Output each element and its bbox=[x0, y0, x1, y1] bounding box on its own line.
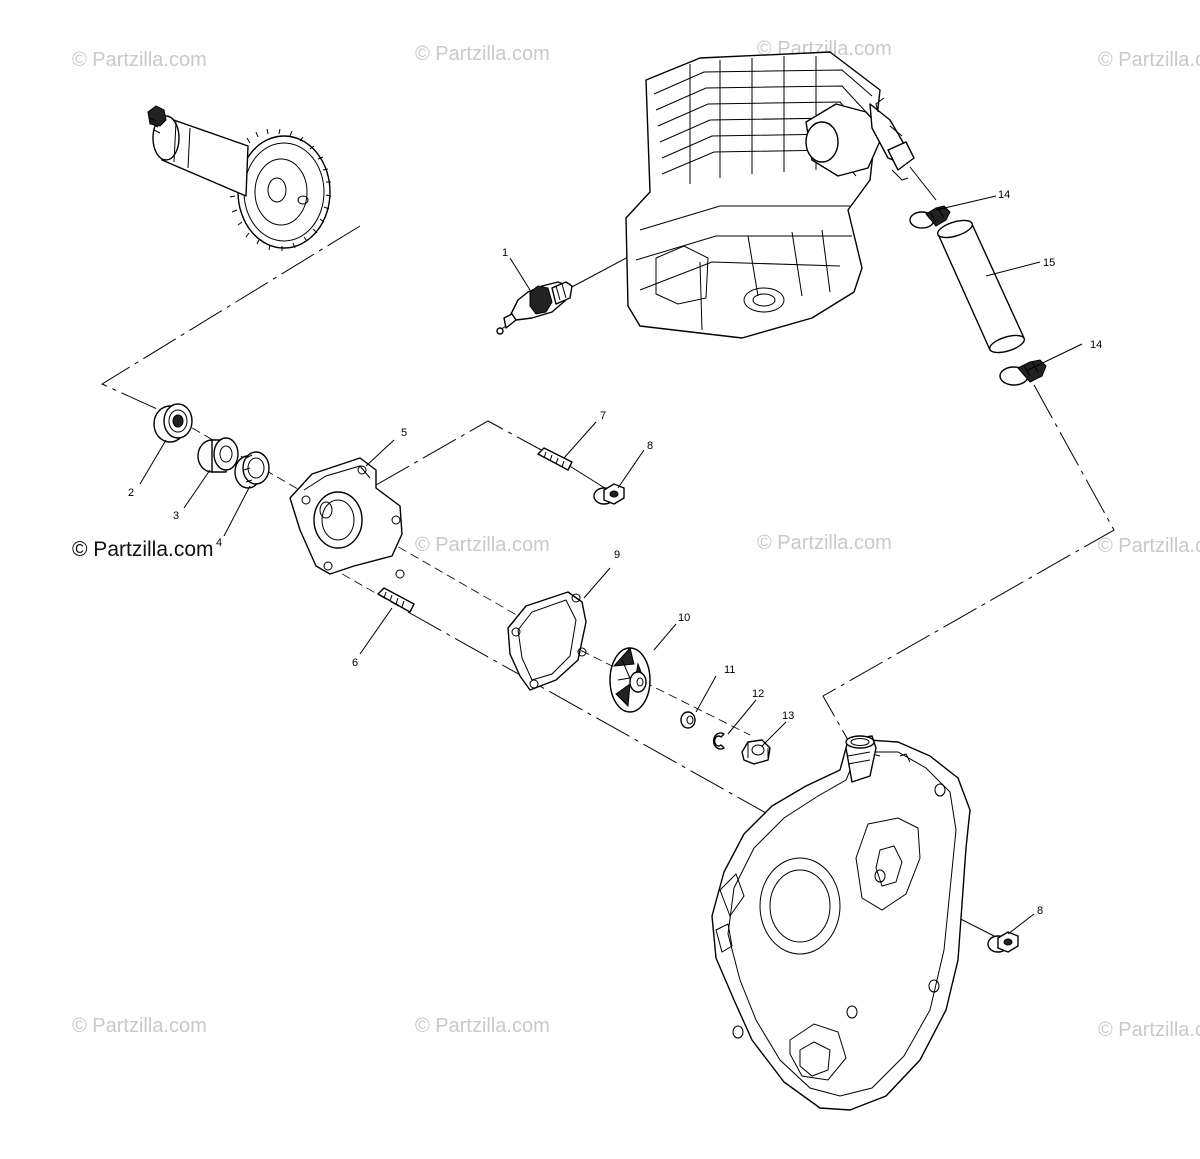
engine-cylinder bbox=[625, 51, 915, 339]
watermark-text: © Partzilla.com bbox=[1098, 1019, 1200, 1041]
callout-8: 8 bbox=[647, 440, 653, 452]
impeller bbox=[609, 646, 651, 713]
ball-bearing bbox=[153, 403, 193, 443]
temperature-sensor bbox=[496, 281, 573, 335]
callout-leaders bbox=[139, 195, 1083, 935]
callout-6: 6 bbox=[352, 657, 358, 669]
callout-8-lower: 8 bbox=[1037, 905, 1043, 917]
oil-seal bbox=[234, 451, 270, 489]
main-watermark: © Partzilla.com bbox=[72, 538, 214, 561]
washer bbox=[680, 711, 696, 729]
callout-2: 2 bbox=[128, 487, 134, 499]
watermark-text: © Partzilla.com bbox=[415, 534, 550, 556]
callout-14-upper: 14 bbox=[998, 189, 1010, 201]
callout-15: 15 bbox=[1043, 257, 1055, 269]
hose-clamp-upper bbox=[909, 205, 951, 229]
callout-9: 9 bbox=[614, 549, 620, 561]
gasket bbox=[507, 591, 587, 691]
callout-11: 11 bbox=[724, 664, 735, 676]
flange-nut-upper bbox=[593, 483, 625, 505]
callout-7: 7 bbox=[600, 410, 606, 422]
watermark-text: © Partzilla.com bbox=[72, 49, 207, 71]
callout-14-lower: 14 bbox=[1090, 339, 1102, 351]
bushing bbox=[197, 437, 239, 473]
flange-nut-lower bbox=[987, 931, 1019, 953]
coolant-hose bbox=[936, 219, 1026, 354]
watermark-text: © Partzilla.com bbox=[1098, 535, 1200, 557]
drive-gear-shaft bbox=[147, 105, 332, 251]
hose-clamp-lower bbox=[999, 359, 1047, 386]
callout-13: 13 bbox=[782, 710, 794, 722]
callout-3: 3 bbox=[173, 510, 179, 522]
pump-housing bbox=[289, 457, 405, 579]
callout-5: 5 bbox=[401, 427, 407, 439]
callout-10: 10 bbox=[678, 612, 690, 624]
crankcase-cover bbox=[711, 735, 971, 1111]
stud-lower bbox=[377, 587, 415, 613]
watermark-text: © Partzilla.com bbox=[757, 532, 892, 554]
watermark-text: © Partzilla.com bbox=[1098, 49, 1200, 71]
callout-4: 4 bbox=[216, 537, 222, 549]
callout-labels: 1 2 3 4 5 6 7 8 9 10 11 12 13 14 15 14 8 bbox=[128, 189, 1102, 917]
watermark-text: © Partzilla.com bbox=[415, 43, 550, 65]
stud-upper bbox=[537, 447, 573, 471]
nut bbox=[741, 739, 771, 765]
snap-ring bbox=[712, 732, 725, 750]
watermark-text: © Partzilla.com bbox=[72, 1015, 207, 1037]
callout-1: 1 bbox=[502, 247, 508, 259]
watermark-text: © Partzilla.com bbox=[415, 1015, 550, 1037]
callout-12: 12 bbox=[752, 688, 764, 700]
